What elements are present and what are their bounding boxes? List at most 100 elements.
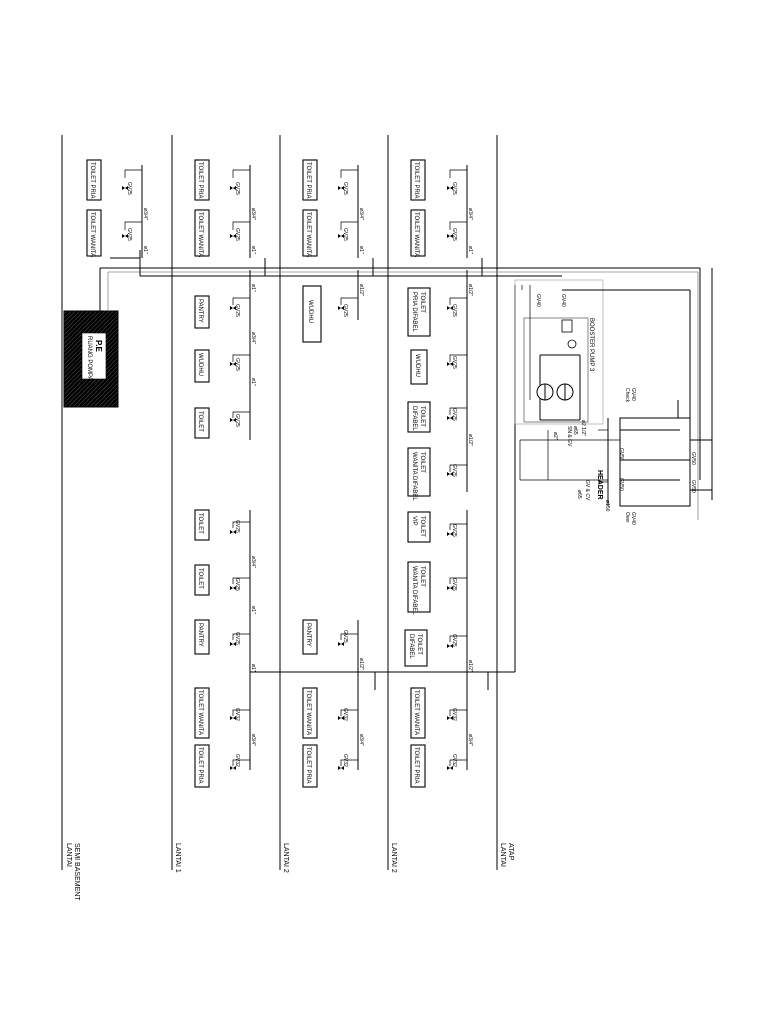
branch-lines — [141, 165, 468, 770]
fixture-l1-pantry-a: PANTRY — [197, 299, 203, 323]
pipe-label: ø3/4" — [358, 734, 364, 746]
floor-label-basement-1: LANTAI — [65, 843, 72, 867]
fixture-l3-toilet-wanita-difabel-2: WANITA DIFABEL — [411, 452, 417, 501]
gauge-icon — [567, 339, 577, 349]
overflow-label-1: Over — [624, 512, 630, 523]
strainer-label-2: ø65 — [572, 426, 578, 435]
valve-label: GV25 — [234, 304, 240, 317]
gate-valves — [122, 186, 453, 770]
valve-icon — [338, 766, 344, 770]
valve-label: GV25 — [234, 414, 240, 427]
valve-label: GV25 — [451, 408, 457, 421]
pipe-label: ø3/4" — [142, 208, 148, 220]
valve-icon — [230, 186, 236, 190]
valve-icon — [230, 586, 236, 590]
valve-label: GV25 — [451, 182, 457, 195]
tank-gv50-a: GV50 — [618, 448, 624, 461]
pipe-label: ø1/2" — [358, 658, 364, 670]
fixture-l3-toilet-pria: TOILET PRIA — [413, 162, 419, 198]
fixture-l3-toilet-wanita-b: TOILET WANITA — [413, 690, 419, 735]
fixture-l2-toilet-wanita-b: TOILET WANITA — [305, 690, 311, 735]
pipe-label: ø1" — [250, 606, 256, 614]
valve-icon — [447, 306, 453, 310]
pump-room-panel: P.E RUANG POMPA — [63, 310, 119, 408]
fixture-l3-toilet-wanita-difabel-1: TOILET — [419, 452, 425, 473]
valve-label: GV25 — [451, 356, 457, 369]
pipe-label: ø1/2" — [467, 434, 473, 446]
pipe-label: ø1" — [250, 378, 256, 386]
valve-icon — [447, 586, 453, 590]
fixture-l1-toilet-a: TOILET — [197, 411, 203, 432]
tank-valve-label-1: GV & CV — [584, 480, 590, 501]
pipe-label: ø3/4" — [467, 734, 473, 746]
fixture-l3-toilet-vip-2: VIP — [411, 516, 417, 526]
fixture-l3-toilet-pria-b: TOILET PRIA — [413, 747, 419, 783]
fixture-l1-toilet-wanita-b: TOILET WANITA — [197, 690, 203, 735]
valve-icon — [230, 716, 236, 720]
valve-label: GV25 — [342, 304, 348, 317]
fixture-l1-wudhu: WUDHU — [197, 353, 203, 376]
fixture-l3-toilet-pria-difabel-1: TOILET — [419, 292, 425, 313]
pipe-label: ø3/4" — [358, 208, 364, 220]
pipe-label: ø3/4" — [250, 332, 256, 344]
reservoir-header: HEADER ø150 GV & CV ø65 Over GV40 GV50 G… — [519, 268, 713, 525]
valve-label: GV25 — [126, 182, 132, 195]
floor-label-basement-2: SEMI BASEMENT — [73, 843, 80, 901]
fixture-l2-toilet-pria: TOILET PRIA — [305, 162, 311, 198]
valve-label: GV25 — [451, 464, 457, 477]
fixtures: TOILET PRIA TOILET WANITA TOILET PRIA TO… — [86, 159, 431, 788]
valve-label: GV25 — [451, 524, 457, 537]
valve-icon — [447, 472, 453, 476]
valve-icon — [122, 186, 128, 190]
roof-d212: ø2 1/2" — [580, 420, 586, 436]
valve-label: GV32 — [342, 708, 348, 721]
valve-icon — [230, 306, 236, 310]
fixture-l1-toilet-pria-b: TOILET PRIA — [197, 747, 203, 783]
fixture-l3-toilet-difabel-2: DIFABEL — [411, 406, 417, 431]
check-label-2: GV40 — [630, 388, 636, 401]
overflow-label-2: GV40 — [630, 512, 636, 525]
floor-lines — [61, 135, 498, 870]
valve-label: GV25 — [126, 228, 132, 241]
valve-label: GV25 — [234, 520, 240, 533]
reservoir-gv50-a: GV50 — [690, 452, 696, 465]
fixture-l3-toilet-difabel-b-2: DIFABEL — [408, 634, 414, 659]
pipe-label: ø1" — [250, 664, 256, 672]
pipe-label: ø1" — [142, 246, 148, 254]
valve-label: GV25 — [451, 304, 457, 317]
tank-valve-label-2: ø65 — [576, 490, 582, 499]
valve-label: GV25 — [234, 578, 240, 591]
pipe-label: ø1/2" — [467, 284, 473, 296]
valve-icon — [230, 766, 236, 770]
pipe-label: ø1" — [467, 246, 473, 254]
valve-icon — [230, 418, 236, 422]
fixture-l2-wudhu: WUDHU — [307, 300, 313, 323]
valve-icon — [447, 644, 453, 648]
valve-icon — [447, 416, 453, 420]
floor-label-l2a: LANTAI 2 — [282, 843, 289, 873]
valve-label: GV25 — [234, 182, 240, 195]
check-label-1: Check — [624, 388, 630, 403]
pipe-label: ø3/4" — [250, 208, 256, 220]
valve-icon — [338, 642, 344, 646]
strainer-label-1: SN & GV — [566, 426, 572, 447]
valve-label: GV25 — [451, 578, 457, 591]
fixture-l1-toilet-b: TOILET — [197, 513, 203, 534]
booster-gv40-a: GV40 — [535, 294, 541, 307]
pipe-label: ø1/2" — [358, 284, 364, 296]
floor-label-l1: LANTAI 1 — [174, 843, 181, 873]
pipe-labels: GV25 GV25 ø3/4" ø1" GV25 GV25 ø3/4" ø1" … — [126, 182, 473, 767]
valve-label: GV25 — [342, 182, 348, 195]
fixture-l3-toilet-vip-1: TOILET — [419, 516, 425, 537]
valve-label: GV25 — [342, 630, 348, 643]
fixture-l3-toilet-difabel-b-1: TOILET — [416, 634, 422, 655]
valve-icon — [338, 716, 344, 720]
fixture-l3-toilet-wanita-difabel-b-2: WANITA DIFABEL — [411, 566, 417, 615]
pipe-label: ø3/4" — [250, 556, 256, 568]
fixture-b-toilet-pria: TOILET PRIA — [89, 162, 95, 198]
valve-label: GV25 — [342, 228, 348, 241]
valve-label: GV25 — [451, 634, 457, 647]
valve-icon — [230, 642, 236, 646]
reservoir-gv50-b: GV50 — [690, 480, 696, 493]
fixture-l3-toilet-wanita: TOILET WANITA — [413, 212, 419, 257]
